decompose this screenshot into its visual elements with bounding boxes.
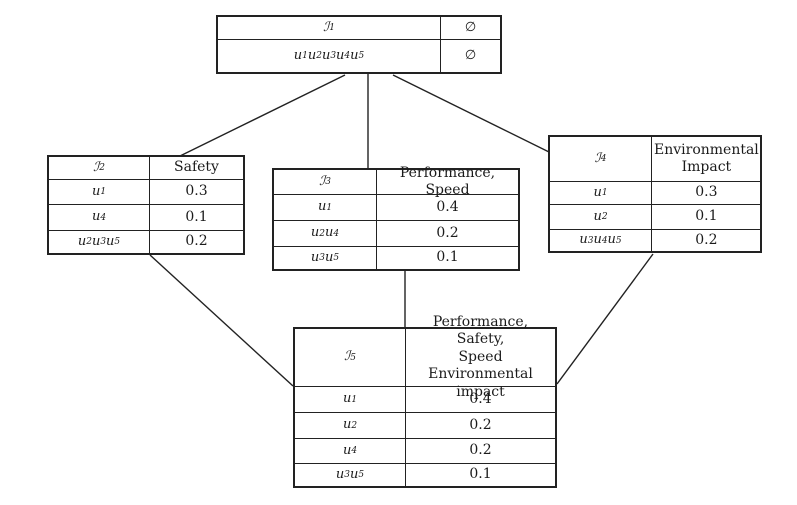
table-i1-criterion: ∅ [441,17,500,40]
table-i2-row-value: 0.1 [150,205,243,231]
table-i3-row-value: 0.2 [377,221,518,247]
table-i1-row-value: ∅ [464,47,477,63]
table-i4-row-value: 0.3 [652,182,761,205]
table-i5-row-value: 0.1 [469,466,492,483]
table-i5-row-value: 0.2 [406,413,555,439]
table-i2-row-value: 0.3 [150,180,243,205]
edge-i1-i2 [179,74,346,157]
table-i2-row-value: 0.2 [185,233,208,250]
table-i4-criterion: Environmental Impact [652,137,761,182]
table-i4-row-value: 0.2 [695,231,718,248]
table-i5-row-value: 0.4 [406,387,555,413]
table-i5-criterion: Performance, Safety, Speed Environmental… [406,314,555,400]
table-i3-row-value: 0.1 [436,249,459,266]
table-i4-row-value: 0.1 [652,205,761,230]
edge-i4-i5 [556,253,654,385]
table-i3-criterion: Performance, Speed [377,165,518,198]
table-i5-row-value: 0.2 [406,439,555,464]
edge-i2-i5 [149,254,294,387]
table-i2-criterion: Safety [150,157,243,180]
edge-i1-i4 [392,74,550,153]
table-i3-row-value: 0.4 [377,195,518,221]
